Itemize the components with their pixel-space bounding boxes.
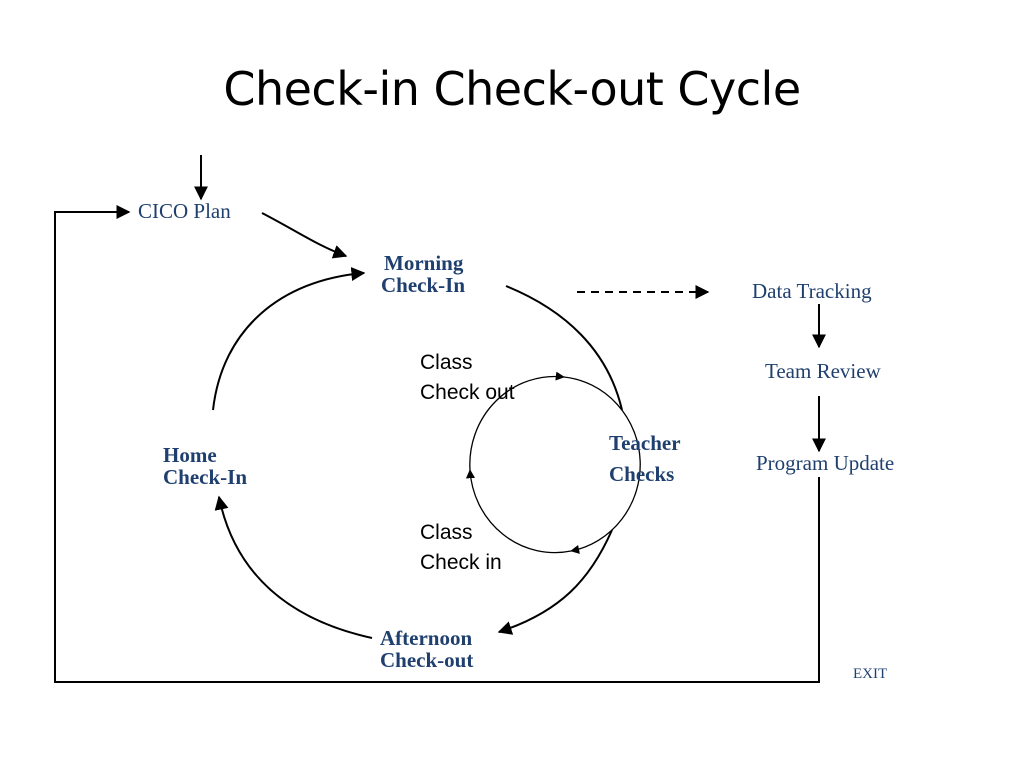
morning-line-2: Check-In bbox=[381, 273, 466, 297]
arc-teacher-to-afternoon bbox=[497, 529, 613, 635]
home-check-in-label: Home Check-In bbox=[163, 444, 247, 488]
plan-to-morning-arrow bbox=[261, 212, 348, 259]
teacher-line-1: Teacher bbox=[609, 431, 681, 455]
afternoon-line-1: Afternoon bbox=[380, 626, 473, 650]
morning-line-1: Morning bbox=[384, 251, 464, 275]
inner-arc-bottom bbox=[465, 469, 572, 554]
teacher-checks-label: Teacher Checks bbox=[609, 428, 681, 490]
arc-home-to-morning bbox=[212, 267, 366, 411]
slide-title: Check-in Check-out Cycle bbox=[223, 62, 801, 116]
exit-label: EXIT bbox=[853, 666, 888, 682]
home-line-2: Check-In bbox=[163, 465, 248, 489]
afternoon-line-2: Check-out bbox=[380, 648, 474, 672]
data-tracking-label: Data Tracking bbox=[752, 279, 872, 303]
return-loop-line bbox=[54, 205, 820, 683]
cico-plan-label: CICO Plan bbox=[138, 199, 231, 223]
team-review-label: Team Review bbox=[765, 359, 881, 383]
inner-arc-right bbox=[563, 376, 641, 554]
teacher-line-2: Checks bbox=[609, 462, 675, 486]
morning-check-in-label: Morning Check-In bbox=[381, 252, 465, 296]
class-check-out-label: Class Check out bbox=[420, 348, 515, 408]
home-line-1: Home bbox=[163, 443, 217, 467]
inner-arc-top bbox=[469, 371, 565, 471]
arc-afternoon-to-home bbox=[214, 495, 373, 639]
program-update-label: Program Update bbox=[756, 451, 895, 475]
class-check-in-label: Class Check in bbox=[420, 518, 502, 578]
class-out-line-2: Check out bbox=[420, 381, 515, 404]
class-out-line-1: Class bbox=[420, 351, 473, 374]
arc-morning-to-teacher bbox=[505, 285, 623, 411]
class-in-line-2: Check in bbox=[420, 551, 502, 574]
afternoon-check-out-label: Afternoon Check-out bbox=[380, 627, 473, 671]
class-in-line-1: Class bbox=[420, 521, 473, 544]
